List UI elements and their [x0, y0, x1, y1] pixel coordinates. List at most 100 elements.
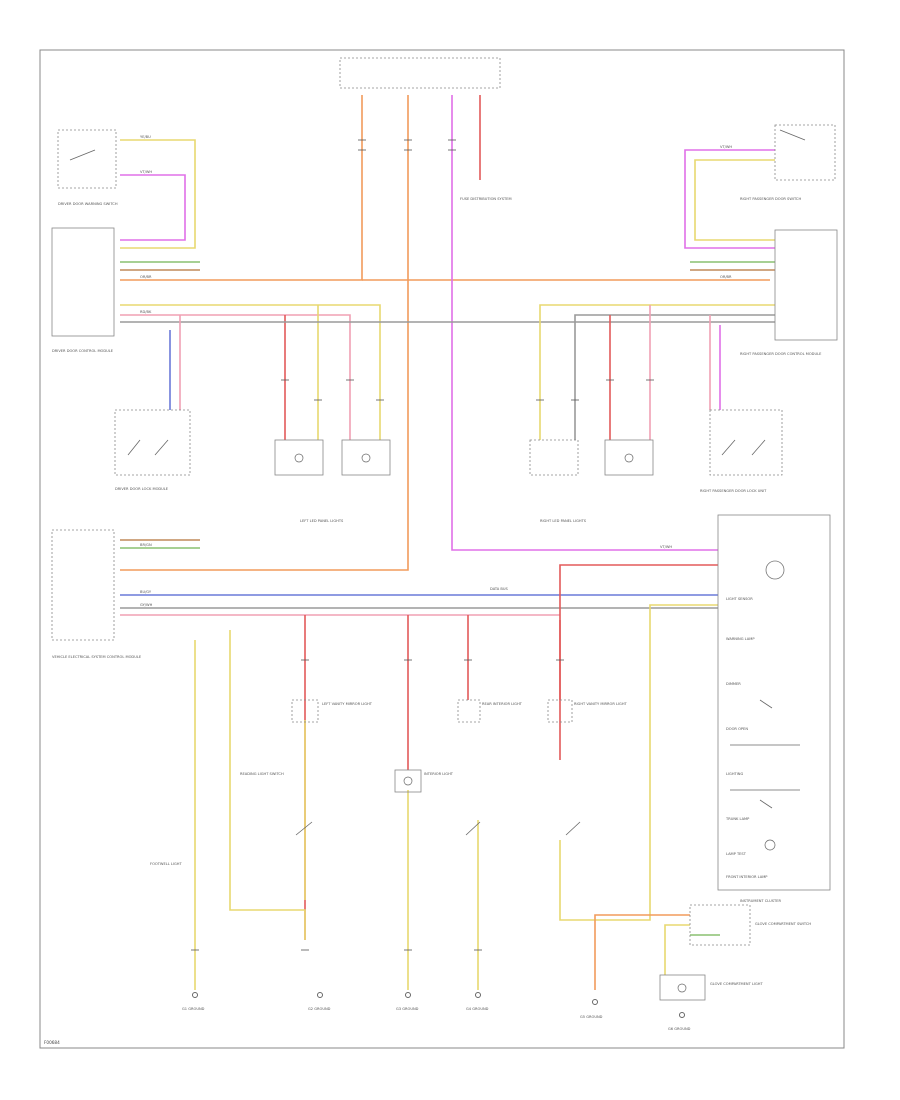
ground-icon: [592, 999, 598, 1005]
left-lamp-1: [274, 439, 324, 476]
pass-door-lock-label: RIGHT PASSENGER DOOR LOCK UNIT: [700, 489, 767, 493]
right-lamp-2: [604, 439, 654, 476]
switch-icon: [779, 129, 806, 141]
fuse-panel: [339, 57, 501, 89]
wire-tags: YE/BU VT/WH OR/BR RD/BK BR/GN BU/GY GY/W…: [140, 135, 732, 607]
wire-fuse-mid: [120, 95, 409, 571]
glove-switch-label: GLOVE COMPARTMENT SWITCH: [755, 922, 811, 926]
connector-ticks: [191, 139, 654, 951]
glove-light: [659, 974, 706, 1001]
right-lights-label: RIGHT LED PANEL LIGHTS: [540, 519, 587, 523]
data-bus-label: DATA BUS: [490, 587, 508, 591]
lamp-icon: [624, 453, 634, 463]
right-lamp-1: [529, 439, 579, 476]
lamp-icon: [294, 453, 304, 463]
cluster-item: LIGHTING: [726, 772, 743, 776]
wires: [120, 95, 775, 990]
vanity-left-label: LEFT VANITY MIRROR LIGHT: [322, 702, 373, 706]
wire-glove-b: [664, 924, 690, 975]
ground-label: G3 GROUND: [396, 1007, 419, 1011]
wire-rl-a: [539, 304, 775, 440]
cluster-item: DOOR OPEN: [726, 727, 748, 731]
ground-icon: [475, 992, 481, 998]
wire-fuse-right: [451, 95, 718, 551]
lock-switch-icon: [127, 439, 141, 456]
wire-left-gnd2: [229, 630, 306, 940]
instrument-cluster-label: INSTRUMENT CLUSTER: [740, 899, 781, 903]
footer-code: F00684: [44, 1040, 60, 1045]
vanity-right: [547, 699, 573, 723]
pass-door-module: [774, 229, 838, 341]
fuse-panel-label: FUSE DISTRIBUTION SYSTEM: [460, 197, 512, 201]
wire-tag: OR/BR: [140, 275, 152, 279]
wire-pds-b: [694, 159, 775, 241]
ground-icon: [317, 992, 323, 998]
cluster-item: WARNING LAMP: [726, 637, 755, 641]
cluster-items: LIGHT SENSOR WARNING LAMP DIMMER DOOR OP…: [725, 597, 800, 879]
central-module-label: VEHICLE ELECTRICAL SYSTEM CONTROL MODULE: [52, 655, 142, 659]
cluster-item: LIGHT SENSOR: [726, 597, 753, 601]
driver-door-switch-label: DRIVER DOOR WARNING SWITCH: [58, 202, 118, 206]
central-module: [51, 529, 115, 641]
interior-light-label: INTERIOR LIGHT: [424, 772, 454, 776]
pass-door-switch-label: RIGHT PASSENGER DOOR SWITCH: [740, 197, 801, 201]
driver-door-lock-label: DRIVER DOOR LOCK MODULE: [115, 487, 169, 491]
lock-switch-icon: [721, 439, 736, 456]
lamp-icon: [677, 983, 687, 993]
reading-light-label: READING LIGHT SWITCH: [240, 772, 284, 776]
wire-ll-b: [120, 314, 351, 440]
cluster-item: DIMMER: [726, 682, 741, 686]
vanity-right-label: RIGHT VANITY MIRROR LIGHT: [574, 702, 628, 706]
ground-icon: [192, 992, 198, 998]
wire-tag: VT/WH: [660, 545, 672, 549]
rear-light: [457, 699, 481, 723]
ground-icon: [679, 1012, 685, 1018]
wire-tag: VT/WH: [720, 145, 732, 149]
diagram-frame: [39, 49, 845, 1049]
rear-light-label: REAR INTERIOR LIGHT: [482, 702, 523, 706]
wire-dds-b: [120, 174, 186, 241]
glove-light-label: GLOVE COMPARTMENT LIGHT: [710, 982, 764, 986]
left-lights-label: LEFT LED PANEL LIGHTS: [300, 519, 344, 523]
driver-door-switch: [57, 129, 117, 189]
driver-door-module: [51, 227, 115, 337]
wire-ll-a: [120, 304, 381, 440]
ground-label: G2 GROUND: [308, 1007, 331, 1011]
left-lamp-2: [341, 439, 391, 476]
switch-icon: [465, 821, 481, 836]
lamp-icon: [361, 453, 371, 463]
lock-switch-icon-2: [154, 439, 169, 456]
pass-door-lock: [709, 409, 783, 476]
glove-switch: [689, 904, 751, 946]
cluster-item: LAMP TEST: [726, 852, 747, 856]
wire-tag: GY/WH: [140, 603, 153, 607]
instrument-cluster: [717, 514, 831, 891]
ground-label: G5 GROUND: [580, 1015, 603, 1019]
wire-rl-b: [574, 314, 775, 440]
vanity-left: [291, 699, 319, 723]
switch-icon: [295, 821, 313, 836]
lock-switch-icon-2: [751, 439, 766, 456]
wire-tag: YE/BU: [140, 135, 151, 139]
ground-icon: [405, 992, 411, 998]
wire-dds-a: [120, 139, 196, 249]
wire-tag: OR/BR: [720, 275, 732, 279]
wire-pds-a: [684, 149, 775, 249]
wire-glove-a: [594, 914, 690, 990]
wire-fuse-left: [120, 95, 363, 281]
wire-tag: VT/WH: [140, 170, 152, 174]
cluster-lamp-icon: [765, 560, 785, 580]
grounds: G1 GROUND G2 GROUND G3 GROUND G4 GROUND …: [182, 992, 691, 1031]
wire-tag: BR/GN: [140, 543, 152, 547]
driver-door-module-label: DRIVER DOOR CONTROL MODULE: [52, 349, 114, 353]
interior-light: [394, 769, 422, 793]
ground-label: G1 GROUND: [182, 1007, 205, 1011]
footwell-label: FOOTWELL LIGHT: [150, 862, 182, 866]
wire-tag: RD/BK: [140, 310, 152, 314]
driver-door-lock: [114, 409, 191, 476]
pass-door-module-label: RIGHT PASSENGER DOOR CONTROL MODULE: [740, 352, 822, 356]
switch-icon: [69, 149, 96, 161]
wire-cm-yel: [559, 604, 718, 921]
lamp-icon: [403, 776, 413, 786]
